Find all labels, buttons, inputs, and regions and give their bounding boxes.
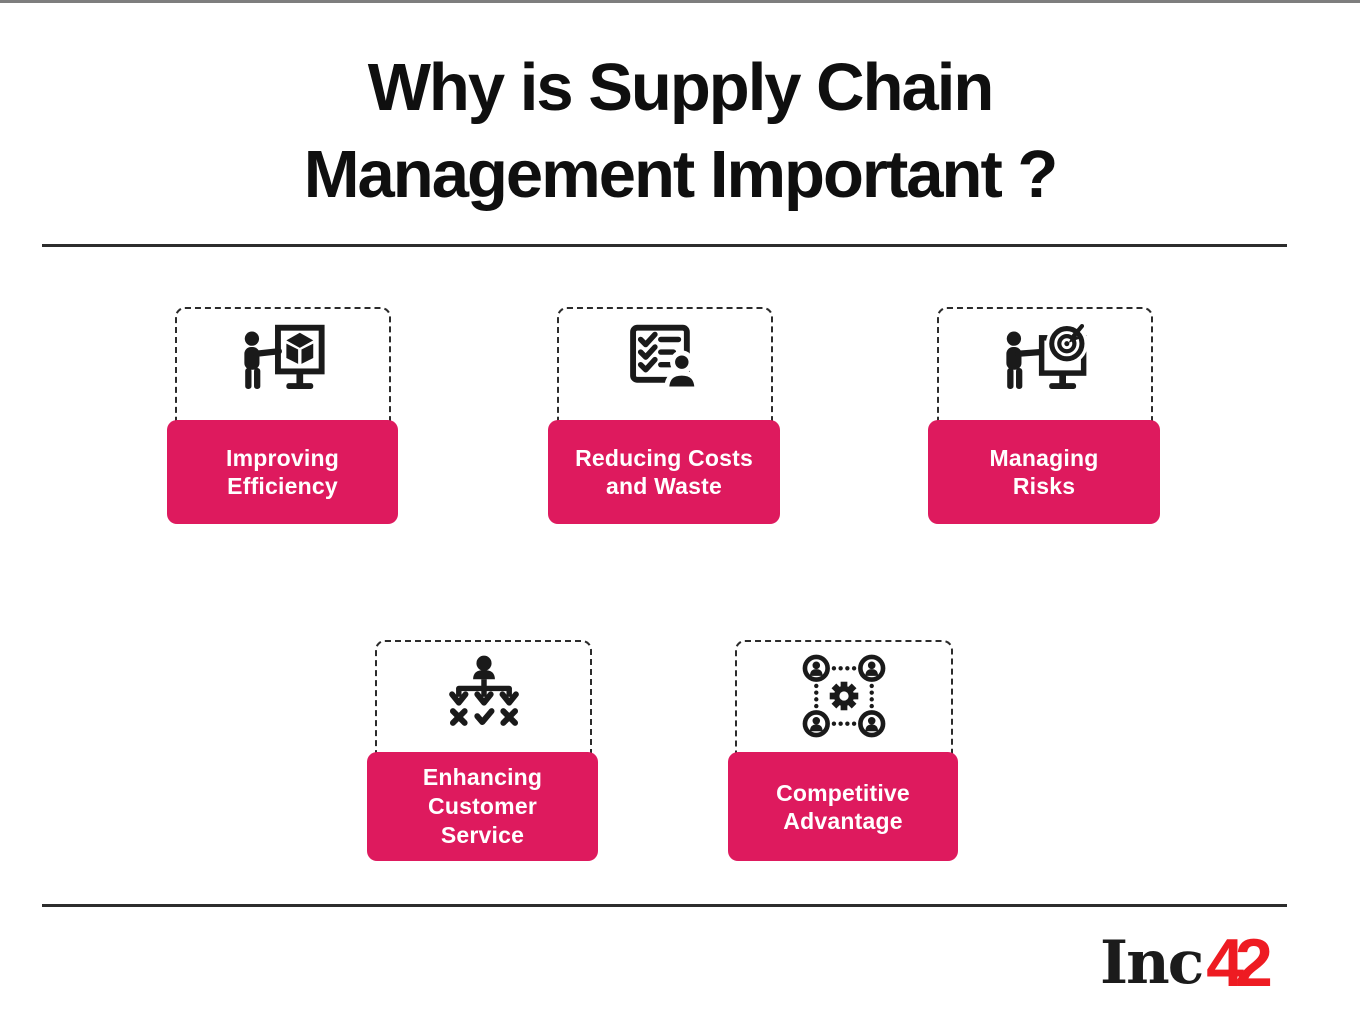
person-target-board-icon	[1003, 321, 1087, 405]
inc42-logo: Inc 42	[1100, 925, 1273, 1001]
label-line: Customer	[428, 793, 537, 819]
label-line: Enhancing	[422, 764, 543, 790]
label-line: Improving	[226, 445, 339, 471]
page-top-edge	[0, 0, 1360, 3]
label-line: Service	[440, 822, 525, 848]
customer-routing-icon	[442, 654, 526, 738]
top-divider-line	[42, 244, 1287, 247]
label-line: Competitive	[776, 779, 910, 806]
bottom-divider-line	[42, 904, 1287, 907]
team-gear-network-icon	[802, 654, 886, 738]
label-line: Risks	[1012, 473, 1076, 499]
label-line: Advantage	[783, 807, 903, 834]
page-title-line-1: Why is Supply Chain	[367, 50, 995, 125]
page-title: Why is Supply Chain Management Important…	[0, 44, 1360, 218]
page-title-line-2: Management Important ?	[303, 137, 1059, 212]
label-enhancing-customer-service: Enhancing Customer Service	[367, 752, 598, 861]
label-line: Managing	[989, 445, 1099, 471]
label-managing-risks: Managing Risks	[928, 420, 1160, 524]
label-reducing-costs-and-waste: Reducing Costs and Waste	[548, 420, 780, 524]
label-line: Reducing Costs	[575, 445, 753, 471]
label-competitive-advantage: Competitive Advantage	[728, 752, 958, 861]
label-line: Efficiency	[227, 473, 338, 499]
checklist-person-icon	[623, 321, 707, 405]
label-improving-efficiency: Improving Efficiency	[167, 420, 398, 524]
inc42-logo-inc-text: Inc	[1100, 928, 1204, 998]
label-line: and Waste	[606, 473, 722, 499]
inc42-logo-42-text: 42	[1206, 925, 1273, 1001]
person-presenting-cube-icon	[241, 321, 325, 405]
